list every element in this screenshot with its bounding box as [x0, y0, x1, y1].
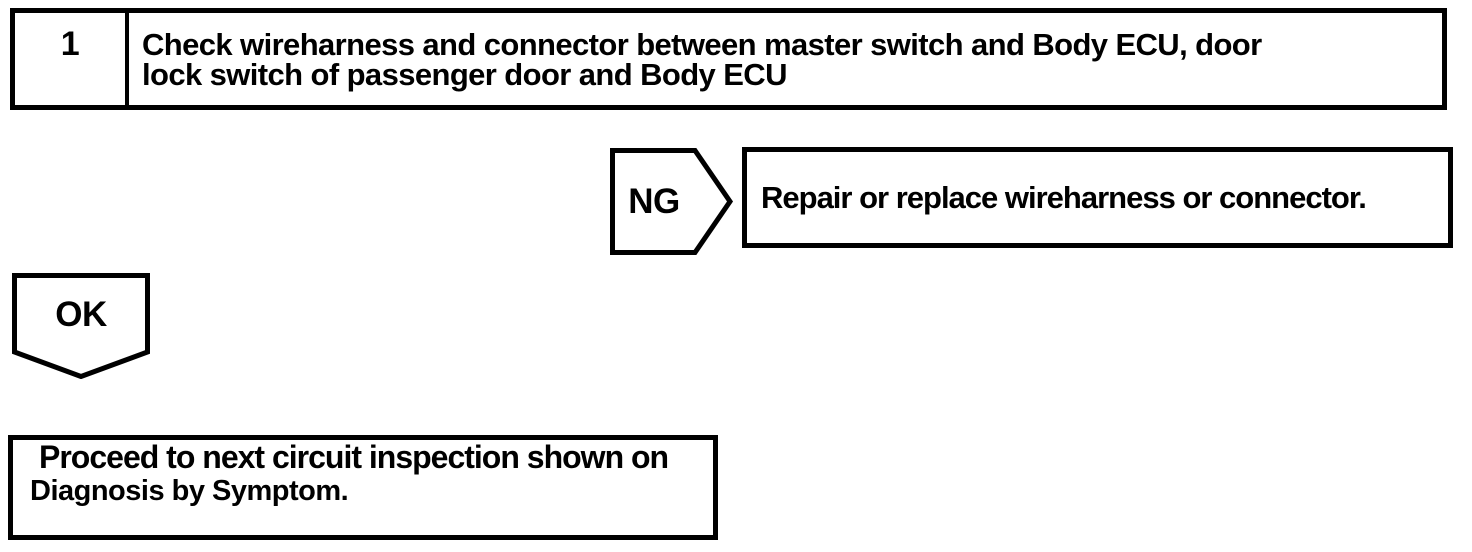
step-instruction-line2: lock switch of passenger door and Body E… [142, 57, 787, 92]
step-number: 1 [15, 13, 129, 105]
step-instruction: Check wireharness and connector between … [129, 13, 1280, 105]
ng-label: NG [628, 181, 680, 221]
ng-pentagon-arrow-icon [610, 148, 734, 255]
ok-pentagon-arrow-icon [12, 273, 150, 379]
ok-result-line1: Proceed to next circuit inspection shown… [39, 439, 669, 475]
ng-connector: NG [610, 148, 734, 255]
ok-result-box: Proceed to next circuit inspection shown… [8, 435, 718, 540]
ok-connector: OK [12, 273, 150, 379]
ok-label: OK [55, 294, 107, 334]
ok-result-line2: Diagnosis by Symptom. [30, 475, 349, 507]
step-box: 1 Check wireharness and connector betwee… [10, 8, 1447, 110]
step-instruction-line1: Check wireharness and connector between … [142, 27, 1262, 62]
ng-action-box: Repair or replace wireharness or connect… [742, 147, 1453, 248]
ng-action-text: Repair or replace wireharness or connect… [761, 179, 1367, 215]
